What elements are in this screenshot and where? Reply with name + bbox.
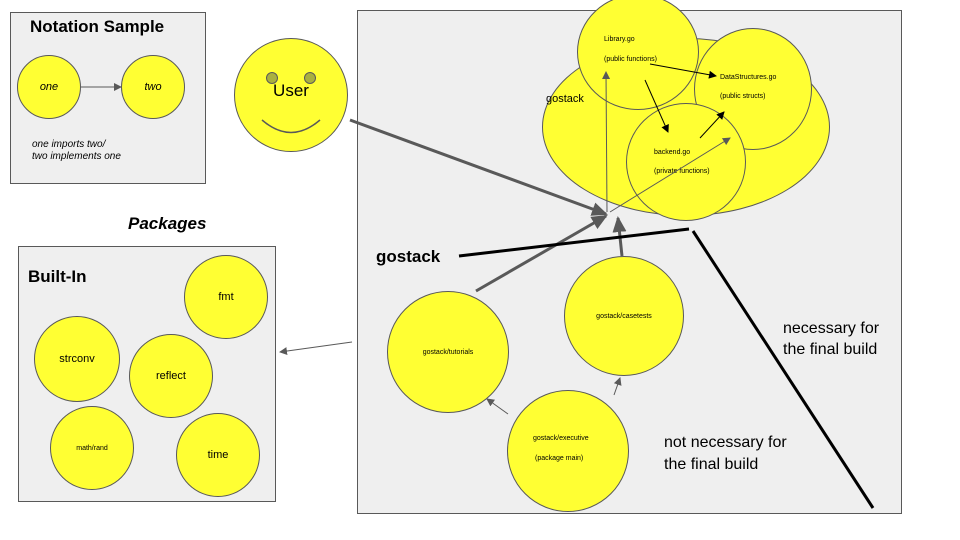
library-go-name: Library.go [604,36,635,43]
library-go-node [577,0,699,110]
notation-node-two-label: two [144,81,162,93]
builtin-title: Built-In [28,267,87,286]
builtin-reflect-label: reflect [156,370,186,382]
packages-heading: Packages [128,214,207,233]
backend-to-datastructures-arrow [699,111,725,139]
executive-desc: (package main) [535,455,584,462]
builtin-math-rand-label: math/rand [76,444,108,452]
notation-node-one: one [17,55,81,119]
user-label: User [273,81,309,100]
executive-to-casetests-arrow [613,377,622,396]
datastructures-go-desc: (public structs) [720,93,766,100]
builtin-strconv-label: strconv [59,353,95,365]
not-necessary-label-line2: the final build [664,456,759,473]
notation-caption-line2: two implements one [32,151,121,162]
not-necessary-label-line1: not necessary for [664,434,787,451]
executive-to-tutorials-arrow [486,398,509,415]
library-go-desc: (public functions) [604,56,657,63]
builtin-time-label: time [207,449,229,461]
casetests-node: gostack/casetests [564,256,684,376]
necessary-label-line2: the final build [783,341,878,358]
gostack-to-builtin-arrow [279,341,353,355]
executive-name: gostack/executive [533,435,589,442]
backend-go-name: backend.go [654,149,691,156]
hub-to-datastructures-arrow [609,137,731,213]
gostack-hub-label: gostack [376,247,441,266]
notation-caption-line1: one imports two/ [32,139,106,150]
datastructures-go-name: DataStructures.go [720,74,777,81]
builtin-fmt: fmt [184,255,268,339]
builtin-reflect: reflect [129,334,213,418]
user-right-eye [304,72,316,84]
builtin-strconv: strconv [34,316,120,402]
notation-sample-title: Notation Sample [30,17,165,36]
builtin-math-rand: math/rand [50,406,134,490]
tutorials-to-hub-arrow [475,214,608,293]
executive-node [507,390,629,512]
backend-go-node [626,103,746,221]
divider-line-horizontal [458,227,690,258]
hub-to-library-arrow [602,71,611,213]
library-to-backend-arrow [644,79,669,133]
casetests-label: gostack/casetests [596,312,652,320]
tutorials-label: gostack/tutorials [422,348,474,356]
notation-node-two: two [121,55,185,119]
gostack-cluster-label: gostack [546,93,584,105]
user-to-hub-arrow [349,118,608,216]
necessary-label-line1: necessary for [783,320,880,337]
library-to-datastructures-arrow [649,63,717,79]
builtin-time: time [176,413,260,497]
user-smile [261,119,321,134]
tutorials-node: gostack/tutorials [387,291,509,413]
builtin-fmt-label: fmt [218,291,234,303]
divider-line-diagonal [691,230,875,509]
backend-go-desc: (private functions) [654,168,710,175]
user-left-eye [266,72,278,84]
notation-node-one-label: one [39,81,59,93]
